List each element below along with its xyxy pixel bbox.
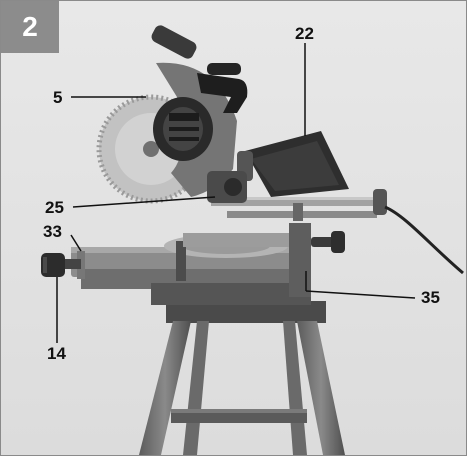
callout-35: 35	[421, 288, 440, 307]
slide-rails	[211, 189, 387, 221]
figure-number-badge: 2	[1, 1, 59, 53]
leader-lines	[56, 43, 416, 343]
stand	[139, 301, 345, 455]
callout-33: 33	[43, 222, 62, 241]
pivot-assembly	[207, 171, 247, 203]
callout-22: 22	[295, 24, 314, 43]
front-knob	[41, 253, 81, 277]
motor-housing	[153, 97, 213, 161]
callout-14: 14	[47, 344, 66, 363]
callout-5: 5	[53, 88, 63, 107]
callout-25: 25	[45, 198, 64, 217]
saw-handle	[197, 63, 248, 113]
figure-number: 2	[22, 11, 38, 42]
